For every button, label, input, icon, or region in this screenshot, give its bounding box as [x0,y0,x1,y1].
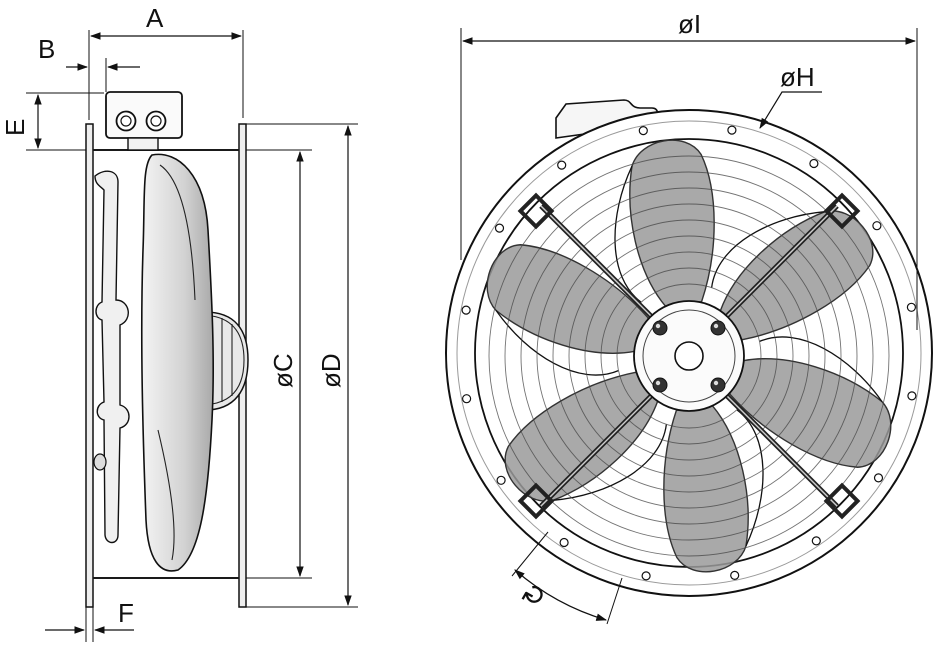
guard-ring [488,155,890,557]
label-E: E [0,119,30,136]
bolt-hole [727,125,737,135]
bolt-hole [907,391,917,401]
side-left-flange [85,123,94,608]
bolt-hole [811,536,821,546]
bolt-hole [462,394,472,404]
guard-ring [536,203,842,509]
bolt-hole [809,158,819,169]
bolt-hole [559,537,569,548]
dim-H-leader [759,91,822,129]
side-dimensions: A B E øC øD F [0,3,358,642]
label-D: øD [316,353,346,388]
guard-ring [568,235,810,477]
bolt-hole [873,473,884,483]
label-I: øI [678,9,701,39]
fan-blade [486,244,650,354]
side-blade-main [140,153,215,572]
label-H: øH [780,62,815,92]
bolt-hole [730,570,740,581]
bolt-hole [496,475,506,485]
label-F: F [118,598,134,628]
guard-ring [616,283,762,429]
guard-ring [600,267,778,445]
label-B: B [38,34,55,64]
side-blade-edge [94,170,130,544]
fan-blade [728,358,892,468]
bolt-hole [906,302,917,312]
guard-grille [488,155,890,557]
fan-blades [486,139,892,573]
fan-blade [629,139,715,308]
bolt-hole [461,305,471,315]
front-hub [633,300,745,412]
bolt-holes [461,125,917,581]
terminal-box [105,91,183,151]
label-C: øC [268,353,298,388]
motor-hub-side [204,311,249,411]
side-view [85,91,249,608]
bolt-hole [638,126,648,136]
front-view [445,99,933,597]
bolt-hole [641,571,651,581]
rotation-symbol: ↻ [515,577,554,613]
rotation-arc [514,569,608,621]
guard-ring [552,219,826,493]
label-A: A [146,3,164,33]
guard-ring [520,187,858,525]
fan-blade [663,404,749,573]
bolt-hole [872,221,882,231]
bolt-hole [557,160,567,170]
guard-ring [504,171,874,541]
guard-ring [584,251,794,461]
bolt-hole [494,223,505,233]
support-bars [517,192,861,520]
